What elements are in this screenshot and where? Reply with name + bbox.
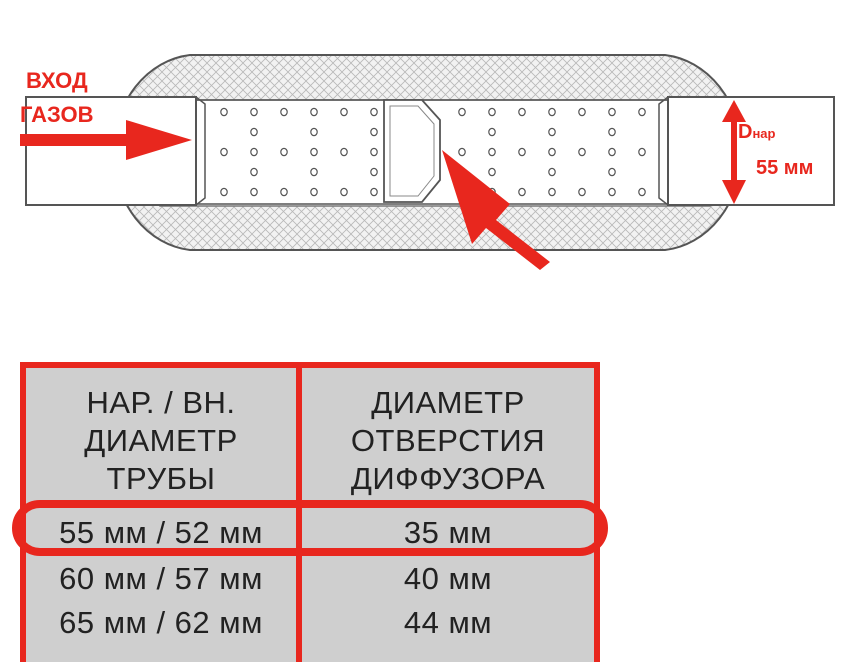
perforation-hole: [488, 167, 496, 177]
perforation-hole: [578, 187, 586, 197]
inlet-label-line2: ГАЗОВ: [20, 102, 94, 127]
perforation-holes: [220, 107, 646, 197]
perforation-hole: [608, 107, 616, 117]
perforation-hole: [220, 187, 228, 197]
perforation-hole: [370, 107, 378, 117]
perforation-hole: [280, 107, 288, 117]
header-diffuser-hole: ДИАМЕТР ОТВЕРСТИЯ ДИФФУЗОРА: [302, 384, 594, 498]
perforation-hole: [370, 187, 378, 197]
perforation-hole: [310, 187, 318, 197]
perforation-hole: [340, 107, 348, 117]
table-cell-hole: 40 мм: [403, 561, 493, 596]
header-line: ДИФФУЗОРА: [350, 461, 546, 496]
diameter-label: Dнар: [738, 122, 775, 142]
perforation-hole: [370, 147, 378, 157]
perforation-hole: [608, 167, 616, 177]
inlet-arrow-icon: [20, 120, 192, 160]
perforation-hole: [458, 147, 466, 157]
perforation-hole: [638, 107, 646, 117]
perforation-hole: [578, 107, 586, 117]
column-divider: [296, 368, 302, 662]
perforation-hole: [280, 147, 288, 157]
table-body: НАР. / ВН. ДИАМЕТР ТРУБЫ ДИАМЕТР ОТВЕРСТ…: [26, 368, 594, 662]
table-cell-pipe: 65 мм / 62 мм: [59, 605, 263, 640]
perforation-hole: [250, 147, 258, 157]
perforation-hole: [370, 127, 378, 137]
perforation-hole: [370, 167, 378, 177]
perforation-hole: [340, 187, 348, 197]
perforation-hole: [548, 147, 556, 157]
perforation-hole: [548, 167, 556, 177]
perforation-hole: [608, 147, 616, 157]
perforation-hole: [310, 167, 318, 177]
perforation-hole: [340, 147, 348, 157]
table-cell-pipe: 55 мм / 52 мм: [59, 515, 263, 550]
perforation-hole: [458, 107, 466, 117]
muffler-diagram: [20, 54, 835, 270]
header-line: ТРУБЫ: [106, 461, 216, 496]
table-cell-pipe: 60 мм / 57 мм: [59, 561, 263, 596]
perforation-hole: [488, 107, 496, 117]
perforation-hole: [488, 127, 496, 137]
perforation-hole: [518, 147, 526, 157]
header-line: НАР. / ВН.: [86, 385, 236, 420]
perforation-hole: [638, 187, 646, 197]
perforation-hole: [310, 147, 318, 157]
diameter-table: НАР. / ВН. ДИАМЕТР ТРУБЫ ДИАМЕТР ОТВЕРСТ…: [20, 362, 600, 662]
perforation-hole: [548, 127, 556, 137]
perforation-hole: [250, 107, 258, 117]
perforation-hole: [280, 187, 288, 197]
perforation-hole: [220, 107, 228, 117]
perforation-hole: [608, 127, 616, 137]
inlet-label: ВХОД: [26, 68, 88, 93]
perforation-hole: [488, 147, 496, 157]
perforation-hole: [250, 167, 258, 177]
perforation-hole: [250, 127, 258, 137]
diffuser-cone: [383, 99, 441, 203]
diameter-arrow-icon: [722, 100, 746, 204]
header-line: ДИАМЕТР: [84, 423, 238, 458]
perforation-hole: [518, 107, 526, 117]
perforation-hole: [608, 187, 616, 197]
perforation-hole: [548, 187, 556, 197]
perforation-hole: [220, 147, 228, 157]
diameter-value: 55 мм: [756, 157, 814, 179]
diameter-label-sub: нар: [752, 126, 776, 141]
header-pipe-diameter: НАР. / ВН. ДИАМЕТР ТРУБЫ: [26, 384, 296, 498]
perforation-hole: [638, 147, 646, 157]
diameter-label-main: D: [738, 121, 753, 143]
table-cell-hole: 35 мм: [403, 515, 493, 550]
highlight-ring: [12, 500, 608, 556]
perforation-hole: [310, 127, 318, 137]
perforation-hole: [578, 147, 586, 157]
perforation-hole: [548, 107, 556, 117]
table-cell-hole: 44 мм: [403, 605, 493, 640]
perforation-hole: [518, 187, 526, 197]
header-line: ДИАМЕТР: [371, 385, 525, 420]
inlet-pipe: [25, 96, 197, 206]
outlet-pipe: [667, 96, 835, 206]
header-line: ОТВЕРСТИЯ: [350, 423, 546, 458]
perforation-hole: [250, 187, 258, 197]
pointer-arrow-icon: [442, 150, 550, 270]
perforation-hole: [310, 107, 318, 117]
